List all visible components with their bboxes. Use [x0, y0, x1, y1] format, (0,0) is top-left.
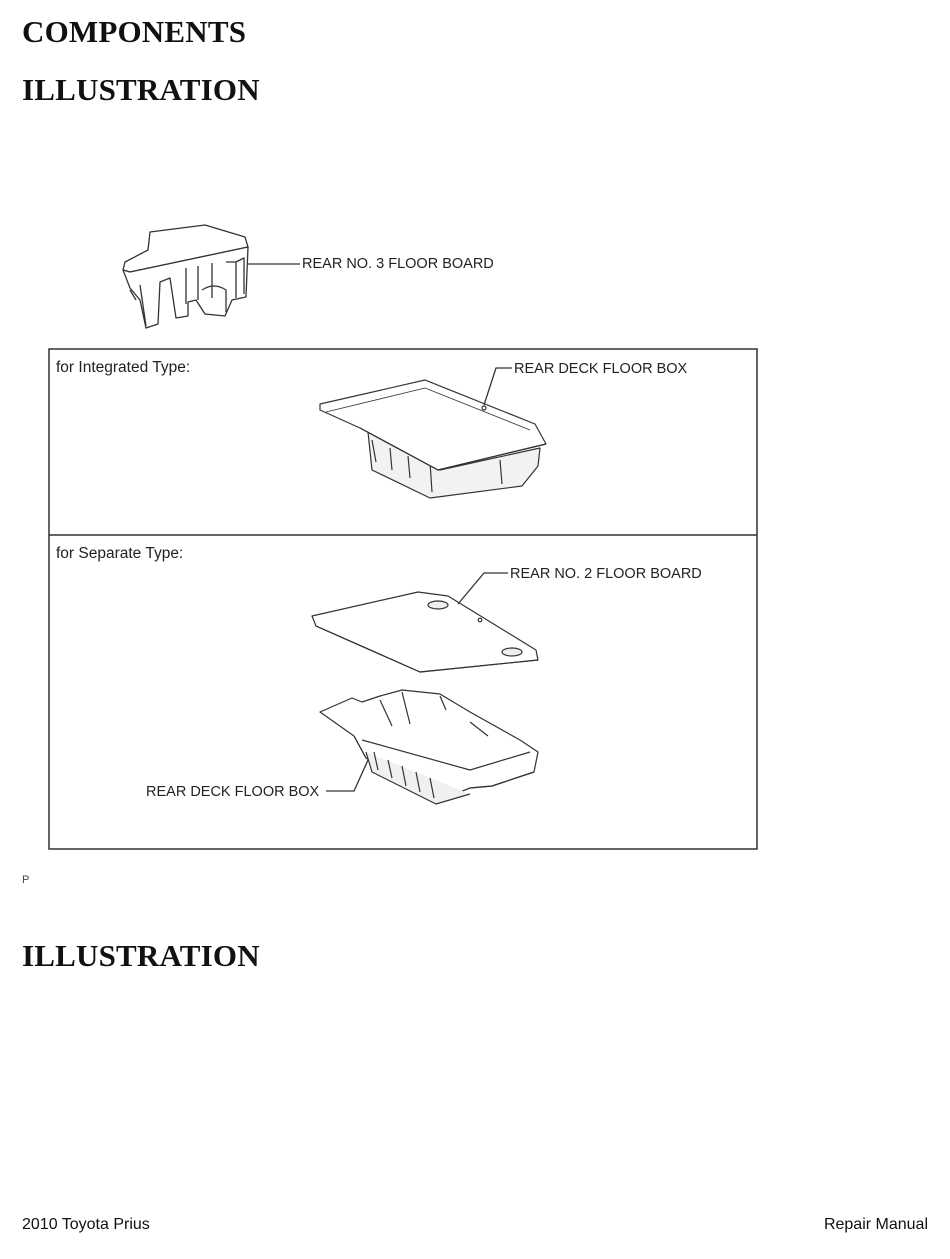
section-heading-illustration-1: ILLUSTRATION: [22, 72, 260, 107]
leader-line: [326, 759, 369, 792]
leader-line: [483, 367, 512, 406]
integrated-type-caption: for Integrated Type:: [56, 359, 190, 376]
type-frame: [48, 348, 758, 850]
separate-type-caption: for Separate Type:: [56, 545, 183, 562]
rear-no2-floor-board-label: REAR NO. 2 FLOOR BOARD: [510, 566, 702, 582]
rear-deck-floor-box-separate-drawing: [319, 689, 539, 805]
section-heading-illustration-2: ILLUSTRATION: [22, 938, 260, 973]
rear-no3-floor-board-label: REAR NO. 3 FLOOR BOARD: [302, 256, 494, 272]
leader-line: [457, 572, 508, 605]
footer-manual: Repair Manual: [823, 1216, 928, 1233]
figure-code: P: [22, 874, 30, 886]
integrated-rear-deck-floor-box-label: REAR DECK FLOOR BOX: [514, 361, 688, 377]
page-title: COMPONENTS: [22, 14, 247, 49]
separate-rear-deck-floor-box-label: REAR DECK FLOOR BOX: [146, 784, 320, 800]
rear-no3-floor-board-drawing: [122, 224, 249, 329]
rear-no2-floor-board-drawing: [311, 591, 539, 673]
footer-vehicle: 2010 Toyota Prius: [22, 1216, 150, 1233]
rear-deck-floor-box-integrated-drawing: [319, 379, 547, 499]
